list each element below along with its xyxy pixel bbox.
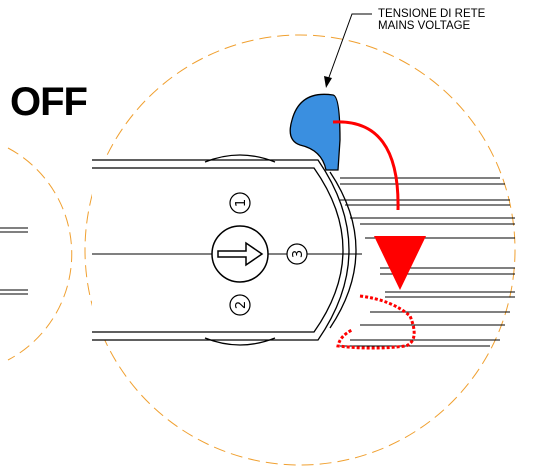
marker-2-circle <box>229 294 251 316</box>
marker-1-circle <box>229 192 251 214</box>
detail-circle <box>84 34 516 466</box>
mains-voltage-callout: TENSIONE DI RETE MAINS VOLTAGE <box>378 8 485 32</box>
marker-2-label: 2 <box>234 301 249 309</box>
state-label: OFF <box>10 80 88 124</box>
marker-3-label: 3 <box>291 250 306 258</box>
rail <box>340 177 515 347</box>
left-detail-circle <box>7 147 73 361</box>
marker-1-label: 1 <box>234 199 249 207</box>
callout-arrowhead <box>324 76 332 88</box>
spark-trace <box>336 294 416 350</box>
callout-line-1: TENSIONE DI RETE <box>378 8 486 20</box>
callout-leader <box>327 13 372 81</box>
marker-3-circle <box>286 243 308 265</box>
contact-finger <box>289 93 341 171</box>
motion-path <box>332 120 400 211</box>
left-body-fragment <box>0 227 28 295</box>
right-arrow-icon <box>217 241 264 267</box>
down-arrow-icon <box>374 236 426 290</box>
callout-line-2: MAINS VOLTAGE <box>378 20 471 32</box>
